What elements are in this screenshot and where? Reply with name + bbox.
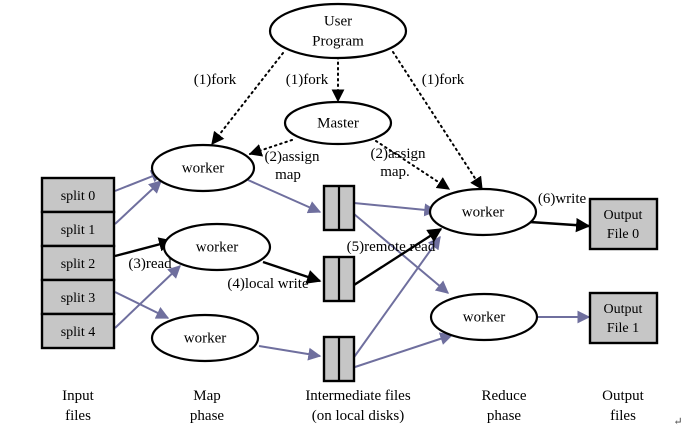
output-file-1[interactable]: Output File 1	[588, 291, 659, 345]
map-worker-ellipse-0[interactable]	[150, 143, 256, 193]
phase-label-output-line2: files	[610, 408, 636, 424]
node-map-worker-0[interactable]: worker	[150, 143, 256, 193]
data-flow-arrows	[114, 170, 591, 369]
output-file-label-0-line2: File 0	[607, 227, 639, 242]
arrow-mapworker1-to-intermediate1	[247, 179, 322, 214]
intermediate-file-1[interactable]	[322, 255, 356, 303]
user-program-label-line1: User	[324, 13, 352, 29]
arrow-assign-master-to-reduceworker1	[375, 140, 451, 190]
reduce-worker-label-0: worker	[462, 204, 504, 220]
reduce-worker-label-1: worker	[463, 309, 505, 325]
phase-label-map-line1: Map	[193, 388, 221, 404]
edge-label-write: (6)write	[538, 191, 587, 207]
output-file-box-0[interactable]	[588, 197, 659, 251]
output-file-label-1-line2: File 1	[607, 321, 639, 336]
node-user-program[interactable]: User Program	[268, 2, 408, 60]
edge-label-assign-map-right-line2: map.	[380, 164, 410, 180]
edge-label-local-write: (4)local write	[227, 276, 309, 292]
output-file-box-1[interactable]	[588, 291, 659, 345]
phase-label-input-line2: files	[65, 408, 91, 424]
phase-label-output-line1: Output	[602, 388, 645, 404]
phase-label-intermediate-line2: (on local disks)	[312, 408, 404, 424]
node-master[interactable]: Master	[283, 100, 393, 146]
node-map-worker-2[interactable]: worker	[150, 313, 260, 363]
edge-label-fork-center: (1)fork	[286, 72, 329, 88]
phase-label-map-line2: phase	[190, 408, 224, 424]
edge-label-fork-right: (1)fork	[422, 72, 465, 88]
arrow-fork-userprogram-to-mapworker1	[211, 52, 284, 146]
input-split-label-4: split 4	[61, 325, 96, 340]
input-split-box-4[interactable]	[40, 312, 116, 350]
arrow-split1-to-mapworker1	[114, 180, 162, 225]
arrow-intermediate3-to-reduceworker1	[351, 235, 441, 361]
paragraph-mark-icon: ↵	[673, 416, 682, 428]
user-program-ellipse[interactable]	[268, 2, 408, 60]
output-files-group: Output File 0 Output File 1	[588, 197, 659, 345]
node-map-worker-1[interactable]: worker	[162, 222, 272, 272]
intermediate-file-2[interactable]	[322, 335, 356, 383]
phase-label-reduce-line2: phase	[487, 408, 521, 424]
phase-label-intermediate-line1: Intermediate files	[305, 388, 411, 404]
input-split-label-1: split 1	[61, 223, 96, 238]
map-worker-label-2: worker	[184, 330, 226, 346]
arrow-mapworker2-local-write-to-intermediate2	[262, 260, 322, 284]
edge-labels: (1)fork (1)fork (1)fork (2)assign map (2…	[128, 72, 586, 292]
map-worker-ellipse-1[interactable]	[162, 222, 272, 272]
phase-label-input-line1: Input	[62, 388, 94, 404]
output-file-label-0-line1: Output	[604, 208, 643, 223]
map-worker-label-0: worker	[182, 160, 224, 176]
output-file-0[interactable]: Output File 0	[588, 197, 659, 251]
master-label: Master	[317, 115, 359, 131]
intermediate-file-0[interactable]	[322, 184, 356, 232]
arrow-split2-read-to-mapworker2	[114, 237, 174, 258]
phase-label-reduce-line1: Reduce	[482, 388, 527, 404]
node-reduce-worker-1[interactable]: worker	[429, 292, 539, 342]
node-reduce-worker-0[interactable]: worker	[428, 187, 538, 237]
arrow-split4-to-mapworker2	[114, 265, 181, 329]
arrow-split3-to-mapworker3	[114, 291, 170, 319]
master-ellipse[interactable]	[283, 100, 393, 146]
arrow-assign-map-master-to-mapworker1	[248, 139, 293, 157]
dotted-control-arrows	[211, 51, 483, 191]
arrow-intermediate1-to-reduceworker1	[353, 202, 438, 217]
edge-label-fork-left: (1)fork	[194, 72, 237, 88]
edge-label-assign-map-right-line1: (2)assign	[371, 146, 426, 162]
solid-black-arrows	[114, 217, 591, 287]
intermediate-files-group	[322, 184, 356, 383]
input-files-stack: split 0 split 1 split 2 split 3 split 4	[40, 176, 116, 350]
arrow-intermediate2-remote-read-to-reduceworker1	[353, 227, 443, 287]
edge-label-assign-map-left-line1: (2)assign	[265, 149, 320, 165]
arrow-mapworker3-to-intermediate3	[258, 345, 322, 361]
edge-label-remote-read: (5)remote read	[347, 239, 436, 255]
edge-label-read: (3)read	[128, 256, 172, 272]
reduce-worker-ellipse-0[interactable]	[428, 187, 538, 237]
map-worker-label-1: worker	[196, 239, 238, 255]
arrow-fork-userprogram-to-reduceworker1	[392, 51, 483, 191]
reduce-worker-ellipse-1[interactable]	[429, 292, 539, 342]
user-program-label-line2: Program	[312, 33, 364, 49]
phase-labels: Input files Map phase Intermediate files…	[62, 388, 645, 424]
input-split-label-3: split 3	[61, 291, 96, 306]
input-split-label-2: split 2	[61, 257, 96, 272]
edge-label-assign-map-left-line2: map	[275, 167, 301, 183]
arrow-reduceworker1-write-to-outputfile0	[529, 217, 591, 233]
output-file-label-1-line1: Output	[604, 302, 643, 317]
ellipse-nodes: User Program Master worker worker wo	[150, 2, 539, 363]
arrow-intermediate3-to-reduceworker2	[351, 332, 454, 369]
map-worker-ellipse-2[interactable]	[150, 313, 260, 363]
input-split-label-0: split 0	[61, 189, 96, 204]
